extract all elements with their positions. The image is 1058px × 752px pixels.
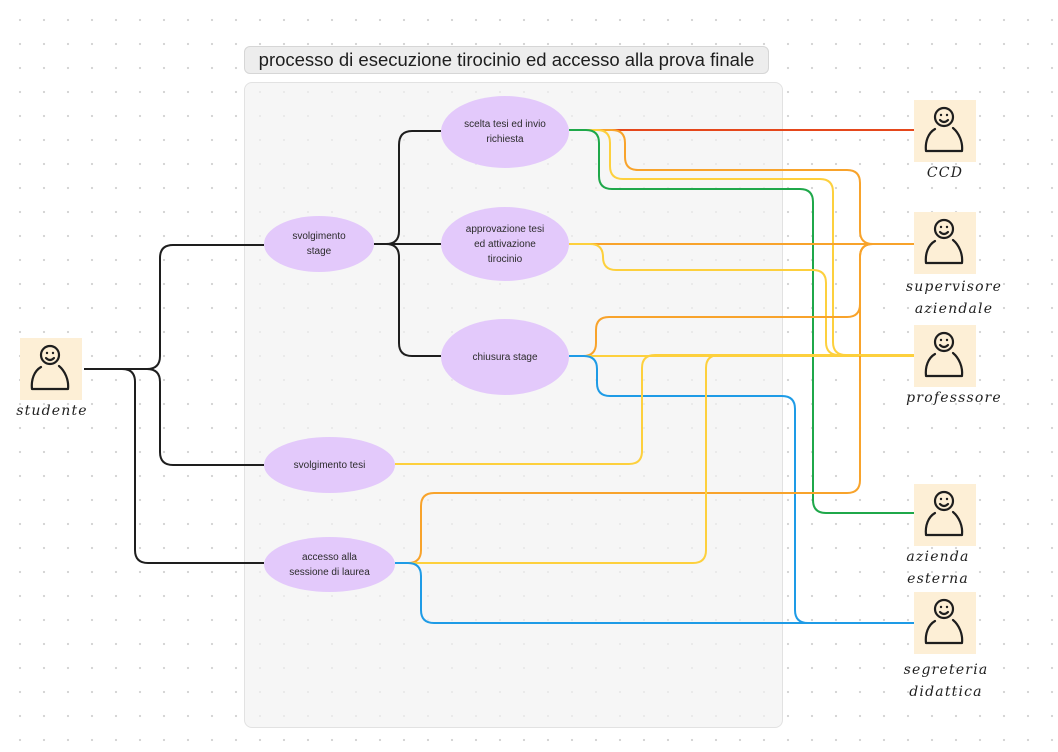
- person-sticker-icon: [924, 218, 964, 265]
- connector-accesso-sessione-to-supervisore[interactable]: [395, 243, 914, 564]
- connector-accesso-sessione-to-professore[interactable]: [395, 354, 914, 564]
- connector-chiusura-stage-to-segreteria[interactable]: [569, 355, 914, 624]
- person-sticker-icon: [924, 598, 964, 645]
- person-sticker-icon: [924, 490, 964, 537]
- actor-azienda[interactable]: [914, 484, 976, 546]
- connector-chiusura-stage-to-supervisore[interactable]: [569, 243, 914, 357]
- person-sticker-icon: [924, 106, 964, 153]
- connector-svolgimento-tesi-to-professore[interactable]: [395, 354, 914, 465]
- actor-label-ccd: CCD: [926, 165, 964, 181]
- actor-label-professore: professsore: [906, 390, 1002, 406]
- person-sticker-icon: [30, 344, 70, 391]
- actor-label-supervisore: supervisore aziendale: [905, 279, 1003, 317]
- usecase-scelta-tesi[interactable]: scelta tesi ed invio richiesta: [441, 96, 569, 168]
- usecase-svolgimento-tesi[interactable]: svolgimento tesi: [264, 437, 395, 493]
- connector-svolgimento-stage-to-chiusura-stage[interactable]: [374, 243, 441, 357]
- connector-scelta-tesi-to-azienda[interactable]: [569, 129, 914, 514]
- actor-label-studente: studente: [16, 403, 88, 419]
- actor-label-segreteria: segreteria didattica: [903, 662, 989, 700]
- usecase-svolgimento-stage[interactable]: svolgimento stage: [264, 216, 374, 272]
- actor-supervisore[interactable]: [914, 212, 976, 274]
- actor-label-azienda: azienda esterna: [906, 549, 970, 587]
- connector-studente-to-svolgimento-tesi[interactable]: [84, 368, 264, 466]
- actor-segreteria[interactable]: [914, 592, 976, 654]
- connector-accesso-sessione-to-segreteria[interactable]: [395, 562, 914, 624]
- actor-ccd[interactable]: [914, 100, 976, 162]
- usecase-approvazione-tesi[interactable]: approvazione tesi ed attivazione tirocin…: [441, 207, 569, 281]
- connector-scelta-tesi-to-supervisore[interactable]: [569, 129, 914, 245]
- actor-studente[interactable]: [20, 338, 82, 400]
- connector-studente-to-accesso-sessione[interactable]: [84, 368, 264, 564]
- diagram-title: processo di esecuzione tirocinio ed acce…: [244, 46, 769, 74]
- usecase-chiusura-stage[interactable]: chiusura stage: [441, 319, 569, 395]
- actor-professore[interactable]: [914, 325, 976, 387]
- connector-scelta-tesi-to-professore[interactable]: [569, 129, 914, 356]
- connector-studente-to-svolgimento-stage[interactable]: [84, 244, 264, 370]
- connector-svolgimento-stage-to-scelta-tesi[interactable]: [374, 130, 441, 245]
- person-sticker-icon: [924, 331, 964, 378]
- usecase-accesso-sessione[interactable]: accesso alla sessione di laurea: [264, 537, 395, 592]
- connector-approvazione-tesi-to-professore[interactable]: [569, 243, 914, 356]
